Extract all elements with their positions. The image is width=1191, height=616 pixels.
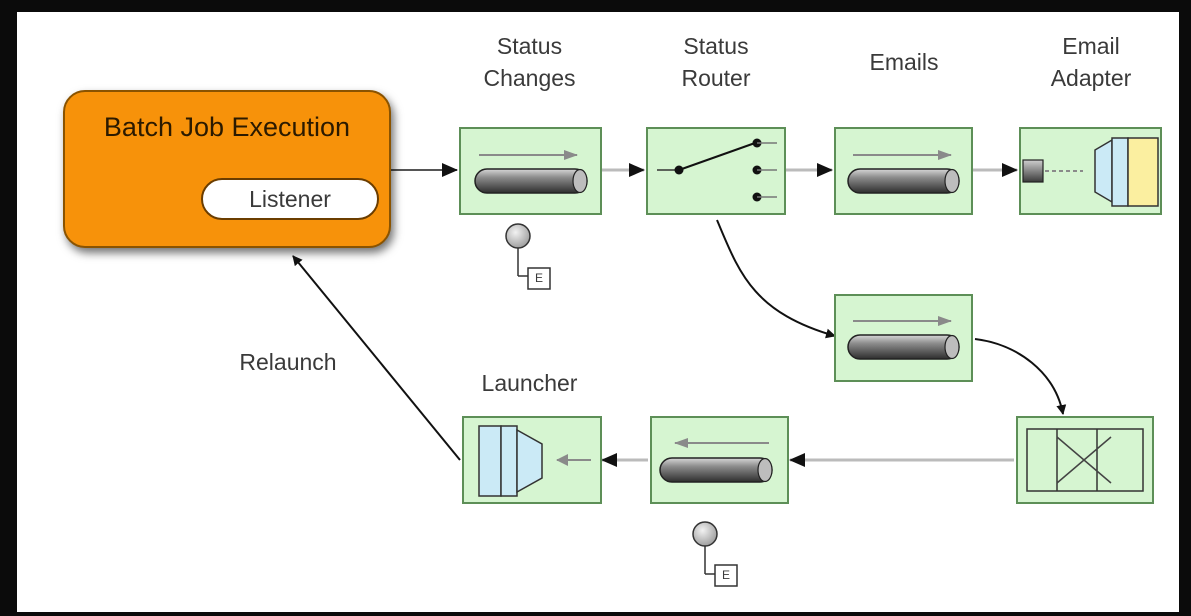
wiretap-circle-icon — [505, 223, 531, 249]
wiretap-label-launch-channel: E — [721, 568, 730, 582]
pipe-icon — [474, 168, 588, 194]
relaunch-candidates-channel[interactable] — [834, 294, 973, 382]
label-email-adapter: Email Adapter — [1050, 33, 1132, 91]
wiretap-box-icon — [527, 267, 551, 290]
listener-pill[interactable]: Listener — [201, 178, 379, 220]
email-adapter[interactable] — [1019, 127, 1162, 215]
launcher[interactable] — [462, 416, 602, 504]
batch-job-execution[interactable]: Batch Job Execution Listener — [63, 90, 391, 248]
connector-relaunch — [292, 255, 461, 461]
label-relaunch: Relaunch — [239, 349, 337, 375]
outbound-adapter-icon — [1022, 137, 1159, 207]
label-status-changes: Status Changes — [483, 33, 576, 91]
service-activator-icon — [478, 425, 591, 497]
pipe-icon — [847, 334, 960, 360]
status-router[interactable] — [646, 127, 786, 215]
pipe-icon — [847, 168, 960, 194]
label-status-router: Status Router — [681, 33, 751, 91]
wiretap-circle-icon — [692, 521, 718, 547]
pipe-icon — [659, 457, 773, 483]
status-changes-wiretap[interactable] — [505, 223, 551, 290]
launch-channel-wiretap[interactable] — [692, 521, 738, 587]
label-emails: Emails — [869, 49, 939, 75]
status-changes-channel[interactable] — [459, 127, 602, 215]
batch-job-title: Batch Job Execution — [103, 112, 351, 142]
wiretap-label-status-changes: E — [534, 271, 543, 285]
wiretap-box-icon — [714, 564, 738, 587]
filter-icon — [1026, 428, 1144, 492]
launch-requests-channel[interactable] — [650, 416, 789, 504]
connector-lower-channel-to-filter — [974, 338, 1067, 415]
label-launcher: Launcher — [481, 370, 578, 396]
diagram-graphics — [292, 127, 1162, 587]
connector-router-to-lower-channel — [716, 219, 836, 339]
router-switch-icon — [657, 138, 777, 202]
emails-channel[interactable] — [834, 127, 973, 215]
filter[interactable] — [1016, 416, 1154, 504]
diagram-canvas: Batch Job Execution Listener Status Chan… — [17, 12, 1179, 612]
